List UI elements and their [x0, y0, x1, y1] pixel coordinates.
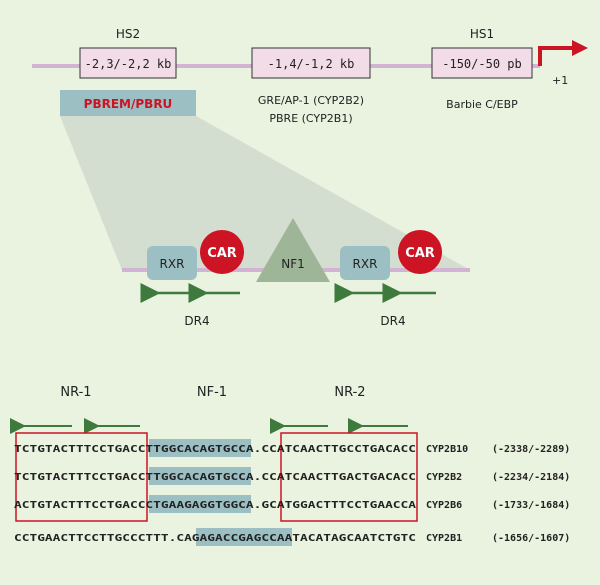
tss-label: +1 — [552, 74, 568, 87]
hs2-box — [79, 47, 177, 79]
rxr-box-left — [147, 246, 197, 280]
tss-arrow-icon — [538, 46, 572, 66]
header-nr2: NR-2 — [334, 385, 365, 400]
seq-row3: ACTGTACTTTCCTGACCCTGAAGAGGTGGCA.GCATGGAC… — [14, 500, 416, 511]
nf1-highlight-row3 — [149, 495, 251, 513]
nf1-label: NF1 — [281, 257, 305, 271]
gene-row1: CYP2B10 — [426, 444, 468, 455]
hs1-range: -150/-50 pb — [442, 57, 521, 71]
gene-row4: CYP2B1 — [426, 533, 462, 544]
tss-arrowhead-icon — [572, 40, 588, 56]
header-nr1: NR-1 — [60, 385, 91, 400]
hs1-box — [431, 47, 533, 79]
car-label-left: CAR — [207, 246, 237, 261]
hs1-title: HS1 — [470, 27, 494, 41]
pos-row4: (-1656/-1607) — [492, 533, 570, 544]
hs2-range: -2,3/-2,2 kb — [85, 57, 172, 71]
nf1-highlight-row1 — [149, 439, 251, 457]
zoom-projection — [60, 116, 470, 270]
header-nf1: NF-1 — [197, 385, 227, 400]
seq-row2: TCTGTACTTTCCTGACCTTGGCACAGTGCCA.CCATCAAC… — [14, 472, 416, 483]
rxr-box-right — [340, 246, 390, 280]
pbrem-label: PBREM/PBRU — [84, 97, 173, 111]
hs2-title: HS2 — [116, 27, 140, 41]
pos-row1: (-2338/-2289) — [492, 444, 570, 455]
seq-row4: CCTGAACTTCCTTGCCCTTT.CAGAGACCGAGCCAATACA… — [14, 533, 416, 544]
rxr-label-left: RXR — [160, 257, 185, 271]
pos-row2: (-2234/-2184) — [492, 472, 570, 483]
car-label-right: CAR — [405, 246, 435, 261]
middle-note-line1: GRE/AP-1 (CYP2B2) — [258, 94, 364, 107]
pbrem-box — [60, 90, 196, 116]
seq-row1: TCTGTACTTTCCTGACCTTGGCACAGTGCCA.CCATCAAC… — [14, 444, 416, 455]
middle-note-line2: PBRE (CYP2B1) — [269, 112, 352, 125]
middle-range: -1,4/-1,2 kb — [268, 57, 355, 71]
nf1-triangle — [256, 218, 330, 282]
dr4-label-right: DR4 — [380, 314, 405, 328]
hs1-note: Barbie C/EBP — [446, 98, 518, 111]
rxr-label-right: RXR — [353, 257, 378, 271]
gene-row3: CYP2B6 — [426, 500, 462, 511]
nr2-box — [280, 432, 418, 522]
nf1-highlight-row4 — [196, 528, 292, 546]
middle-box — [251, 47, 371, 79]
nr1-box — [15, 432, 148, 522]
dr4-label-left: DR4 — [184, 314, 209, 328]
alignment-rows: TCTGTACTTTCCTGACCTTGGCACAGTGCCA.CCATCAAC… — [14, 444, 570, 544]
car-circle-right — [398, 230, 442, 274]
pos-row3: (-1733/-1684) — [492, 500, 570, 511]
nf1-highlight-row2 — [149, 467, 251, 485]
car-circle-left — [200, 230, 244, 274]
gene-row2: CYP2B2 — [426, 472, 462, 483]
